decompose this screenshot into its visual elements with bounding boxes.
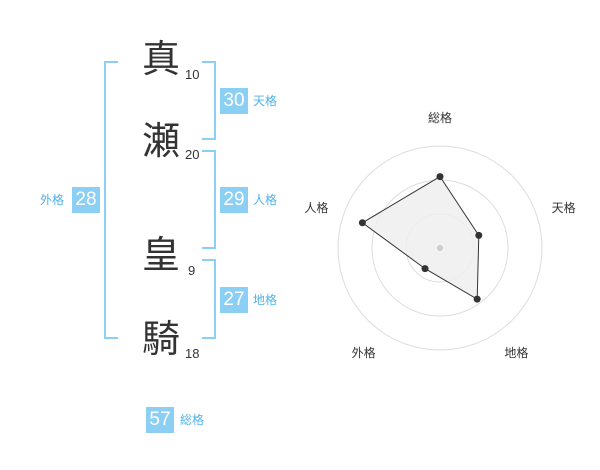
radar-point — [421, 265, 429, 273]
gaikaku-bracket — [104, 61, 118, 339]
chikaku-label: 地格 — [253, 293, 278, 307]
soukaku-label: 総格 — [180, 413, 205, 427]
chikaku-bracket — [202, 259, 216, 339]
stroke-count-3: 9 — [188, 263, 196, 278]
radar-axis-label: 総格 — [428, 110, 452, 125]
radar-center-dot — [437, 245, 443, 251]
radar-point — [358, 219, 366, 227]
name-char-3: 皇 — [142, 233, 181, 277]
jinkaku-label: 人格 — [253, 193, 278, 207]
radar-grid-ring — [337, 145, 543, 351]
radar-axis-label: 天格 — [552, 200, 576, 215]
stroke-count-2: 20 — [185, 147, 200, 162]
radar-axis-label: 人格 — [304, 200, 328, 215]
radar-series-polygon — [361, 175, 480, 301]
gaikaku-value: 28 — [72, 187, 100, 213]
name-char-2: 瀬 — [142, 119, 181, 163]
stroke-count-4: 18 — [185, 346, 200, 361]
radar-axis-label: 外格 — [352, 345, 376, 360]
jinkaku-value: 29 — [220, 187, 248, 213]
soukaku-value: 57 — [146, 407, 174, 433]
tenkaku-value: 30 — [220, 88, 248, 114]
radar-point — [436, 173, 444, 181]
radar-point — [475, 231, 483, 239]
radar-point — [473, 295, 481, 303]
name-char-4: 騎 — [142, 317, 181, 361]
name-char-1: 真 — [142, 37, 181, 81]
chikaku-value: 27 — [220, 287, 248, 313]
jinkaku-bracket — [202, 150, 216, 249]
radar-axis-label: 地格 — [504, 345, 528, 360]
tenkaku-bracket — [202, 61, 216, 140]
gaikaku-label: 外格 — [40, 193, 65, 207]
tenkaku-label: 天格 — [253, 94, 278, 108]
stroke-count-1: 10 — [185, 67, 200, 82]
